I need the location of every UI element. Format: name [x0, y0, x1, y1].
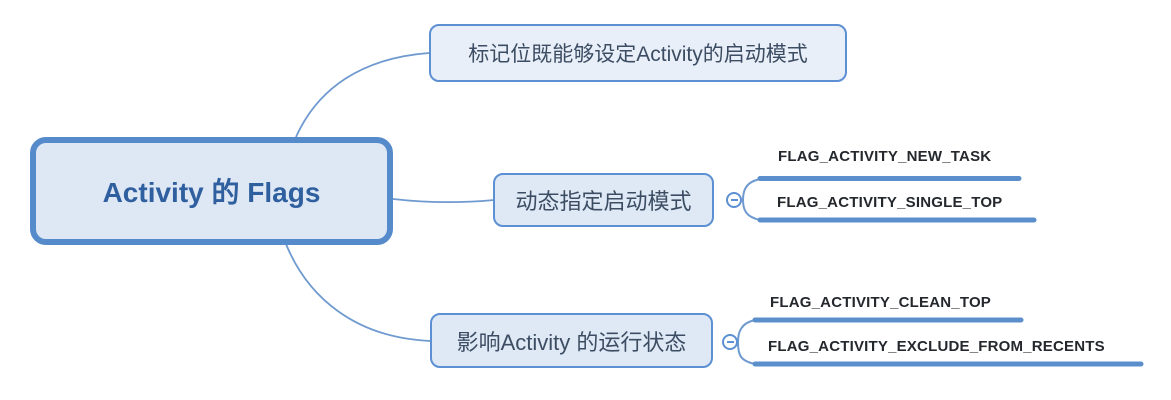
child-topic-flag-single-top[interactable]: FLAG_ACTIVITY_SINGLE_TOP: [777, 194, 1003, 211]
connector-root-to-branch-1: [392, 198, 495, 204]
bracket-branch-2-children: [736, 319, 756, 365]
connector-root-to-branch-0: [295, 52, 430, 138]
child-topic-flag-clean-top[interactable]: FLAG_ACTIVITY_CLEAN_TOP: [770, 294, 992, 311]
root-topic[interactable]: Activity 的 Flags: [30, 137, 393, 245]
bracket-branch-1-children: [741, 178, 761, 221]
collapse-toggle-branch-1[interactable]: [726, 192, 742, 208]
branch-topic-running-state[interactable]: 影响Activity 的运行状态: [430, 313, 713, 368]
child-topic-flag-exclude-from-recents[interactable]: FLAG_ACTIVITY_EXCLUDE_FROM_RECENTS: [768, 338, 1105, 355]
collapse-toggle-branch-2[interactable]: [722, 334, 738, 350]
branch-topic-launch-mode-flag[interactable]: 标记位既能够设定Activity的启动模式: [429, 24, 847, 82]
connector-root-to-branch-2: [285, 243, 432, 342]
branch-topic-dynamic-launch-mode[interactable]: 动态指定启动模式: [493, 173, 714, 227]
minus-icon: [730, 199, 738, 201]
child-topic-flag-new-task[interactable]: FLAG_ACTIVITY_NEW_TASK: [778, 148, 992, 165]
minus-icon: [726, 341, 734, 343]
